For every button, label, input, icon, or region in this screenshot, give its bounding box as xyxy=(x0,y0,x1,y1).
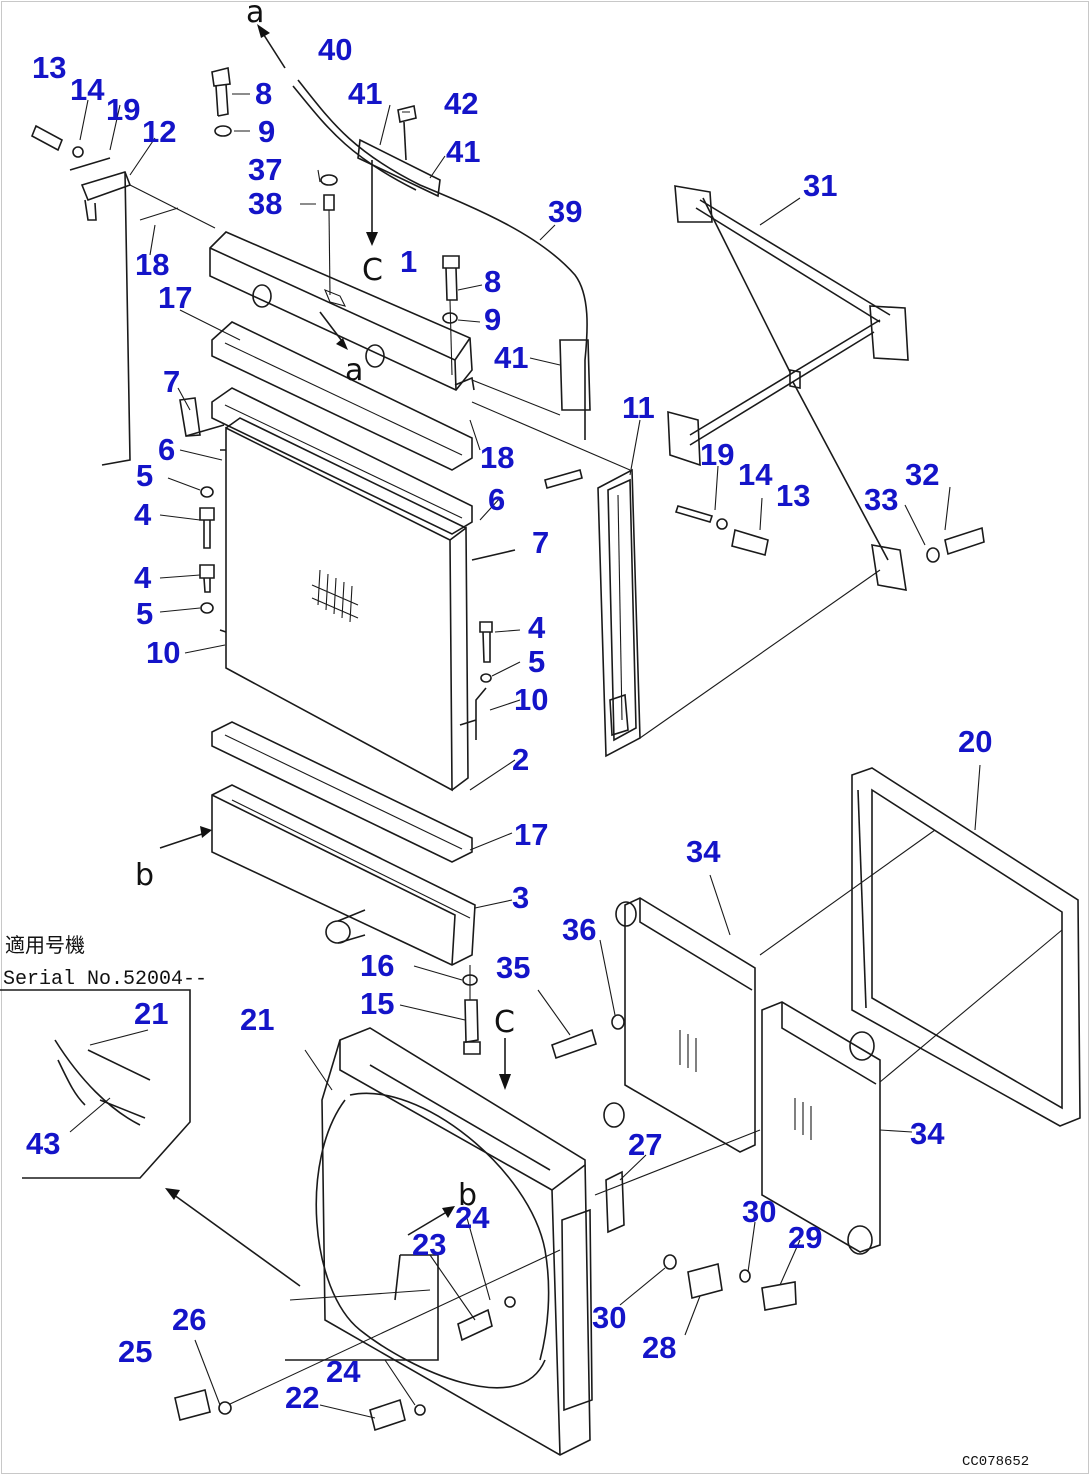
callout-32: 32 xyxy=(905,457,939,492)
callout-35: 35 xyxy=(496,950,530,985)
leader-lines xyxy=(69,93,981,1419)
view-letters: a a b b C C xyxy=(135,0,515,1213)
callout-36: 36 xyxy=(562,912,596,947)
shroud-fasteners xyxy=(174,1249,561,1432)
callout-43: 43 xyxy=(26,1126,60,1161)
serial-inset xyxy=(0,989,301,1287)
fan-shroud xyxy=(315,1027,593,1456)
callout-13-left: 13 xyxy=(32,50,66,85)
callout-34-lower: 34 xyxy=(910,1116,945,1151)
callout-25: 25 xyxy=(118,1334,152,1369)
view-mark-a-top: a xyxy=(246,0,264,30)
callout-41-upper: 41 xyxy=(348,76,382,111)
view-mark-b-shroud: b xyxy=(458,1178,477,1213)
upper-tank xyxy=(209,231,473,391)
callout-12: 12 xyxy=(142,114,176,149)
callout-labels: 1 2 3 4 4 4 5 5 5 6 6 7 7 8 8 9 9 10 10 … xyxy=(26,32,992,1415)
callout-4-right: 4 xyxy=(528,610,546,645)
callout-34-upper: 34 xyxy=(686,834,721,869)
callout-28: 28 xyxy=(642,1330,676,1365)
callout-4-lower: 4 xyxy=(134,560,152,595)
callout-22: 22 xyxy=(285,1380,319,1415)
callout-30-lower: 30 xyxy=(592,1300,626,1335)
radiator-core xyxy=(219,417,469,792)
callout-7-left: 7 xyxy=(163,364,180,399)
callout-33: 33 xyxy=(864,482,898,517)
callout-19-left: 19 xyxy=(106,92,140,127)
cooler-fasteners xyxy=(551,1014,797,1311)
callout-21-inset: 21 xyxy=(134,996,168,1031)
detail-box xyxy=(285,1254,439,1361)
callout-17-upper: 17 xyxy=(158,280,192,315)
callout-10-right: 10 xyxy=(514,682,548,717)
callout-8-top: 8 xyxy=(255,76,272,111)
side-fasteners xyxy=(179,397,516,740)
lower-tank xyxy=(211,721,476,966)
callout-14-left: 14 xyxy=(70,72,105,107)
callout-8-right: 8 xyxy=(484,264,501,299)
callout-9-top: 9 xyxy=(258,114,275,149)
callout-19-right: 19 xyxy=(700,437,734,472)
frame-11 xyxy=(471,401,881,758)
callout-37: 37 xyxy=(248,152,282,187)
callout-14-right: 14 xyxy=(738,457,773,492)
callout-41-lower: 41 xyxy=(494,340,528,375)
callout-42: 42 xyxy=(444,86,478,121)
callout-39: 39 xyxy=(548,194,582,229)
lower-bolt xyxy=(462,965,481,1055)
callout-5-right: 5 xyxy=(528,644,545,679)
callout-6-left: 6 xyxy=(158,432,175,467)
callout-31: 31 xyxy=(803,168,837,203)
view-mark-c-top: C xyxy=(362,253,383,288)
view-arrows xyxy=(159,24,511,1236)
frame-20 xyxy=(759,767,1081,1127)
callout-18-left: 18 xyxy=(135,247,169,282)
callout-17-lower: 17 xyxy=(514,817,548,852)
callout-7-right: 7 xyxy=(532,525,549,560)
callout-38: 38 xyxy=(248,186,282,221)
callout-15: 15 xyxy=(360,986,394,1021)
callout-11: 11 xyxy=(622,390,655,425)
serial-title: 適用号機 xyxy=(5,934,85,959)
callout-1: 1 xyxy=(400,244,417,279)
brace-31 xyxy=(667,185,909,591)
callout-16: 16 xyxy=(360,948,394,983)
callout-23: 23 xyxy=(412,1227,446,1262)
view-mark-b-lower: b xyxy=(135,858,154,893)
callout-27: 27 xyxy=(628,1127,662,1162)
callout-18-right: 18 xyxy=(480,440,514,475)
callout-4-upper: 4 xyxy=(134,497,152,532)
pipe-assembly xyxy=(292,79,591,489)
callout-41-right: 41 xyxy=(446,134,480,169)
callout-20: 20 xyxy=(958,724,992,759)
upper-gaskets xyxy=(211,321,473,535)
serial-number: Serial No.52004-- xyxy=(3,968,207,991)
callout-5-upper: 5 xyxy=(136,458,153,493)
callout-2: 2 xyxy=(512,742,529,777)
callout-24-lower: 24 xyxy=(326,1354,361,1389)
callout-3: 3 xyxy=(512,880,529,915)
callout-9-right: 9 xyxy=(484,302,501,337)
drawing-code: CC078652 xyxy=(962,1454,1029,1470)
callout-40: 40 xyxy=(318,32,352,67)
callout-21: 21 xyxy=(240,1002,274,1037)
callout-24-upper: 24 xyxy=(455,1200,490,1235)
callout-30-upper: 30 xyxy=(742,1194,776,1229)
callout-5-lower: 5 xyxy=(136,596,153,631)
callout-29: 29 xyxy=(788,1220,822,1255)
callout-6-right: 6 xyxy=(488,482,505,517)
callout-26: 26 xyxy=(172,1302,206,1337)
callout-13-right: 13 xyxy=(776,478,810,513)
view-mark-a-tank: a xyxy=(345,353,363,388)
view-mark-c-lower: C xyxy=(494,1005,515,1040)
top-fasteners xyxy=(211,67,460,376)
cooler-34 xyxy=(594,897,881,1255)
left-bracket xyxy=(30,124,216,466)
callout-10-left: 10 xyxy=(146,635,180,670)
right-fasteners xyxy=(674,505,985,563)
